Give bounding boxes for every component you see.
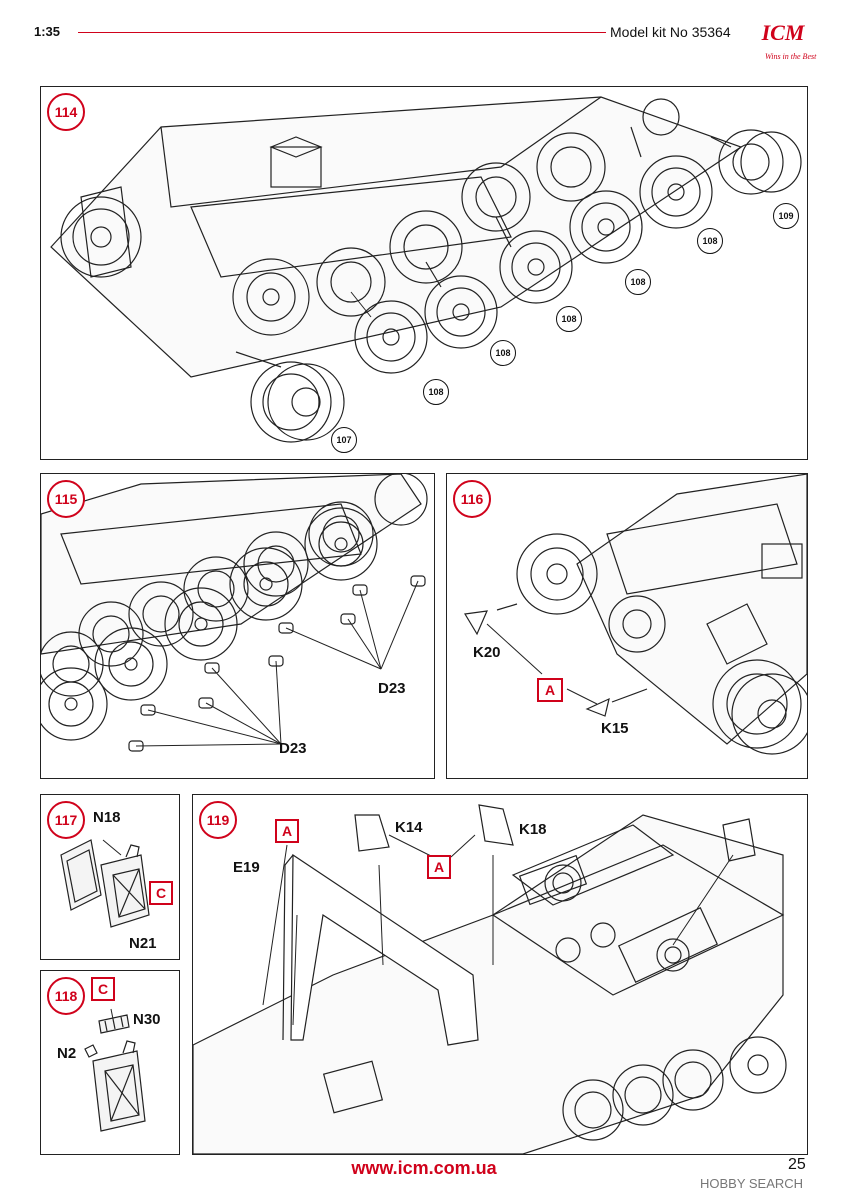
step-115-illustration — [41, 474, 428, 752]
step-number-117: 117 — [47, 801, 85, 839]
step-116-panel: 116 K20 K15 A — [446, 473, 808, 779]
step-117-illustration — [60, 839, 150, 928]
part-label-k20: K20 — [473, 644, 501, 661]
header-rule — [78, 32, 606, 33]
part-label-d23: D23 — [279, 740, 307, 757]
part-label-d23: D23 — [378, 680, 406, 697]
step-119-panel: 119 A E19 K14 K18 A — [192, 794, 808, 1155]
step-114-illustration — [50, 96, 802, 443]
part-label-e19: E19 — [233, 859, 260, 876]
kit-number: Model kit No 35364 — [610, 24, 731, 40]
step-number-118: 118 — [47, 977, 85, 1015]
part-callout-108: 108 — [697, 228, 723, 254]
step-116-illustration — [464, 474, 807, 755]
step-115-panel: 115 D23 D23 — [40, 473, 435, 779]
step-118-illustration — [84, 1008, 146, 1132]
website-url: www.icm.com.ua — [351, 1158, 497, 1178]
part-label-k18: K18 — [519, 821, 547, 838]
step-118-panel: 118 C N30 N2 — [40, 970, 180, 1155]
page-number: 25 — [788, 1156, 806, 1173]
step-number-114: 114 — [47, 93, 85, 131]
marker-c: C — [149, 881, 173, 905]
logo-text: ICM — [761, 20, 805, 45]
part-callout-109: 109 — [773, 203, 799, 229]
part-callout-107: 107 — [331, 427, 357, 453]
marker-c: C — [91, 977, 115, 1001]
part-label-n30: N30 — [133, 1011, 161, 1028]
part-label-k14: K14 — [395, 819, 423, 836]
marker-a: A — [275, 819, 299, 843]
part-label-n21: N21 — [129, 935, 157, 952]
logo-tagline: Wins in the Best — [765, 52, 817, 61]
part-label-n18: N18 — [93, 809, 121, 826]
scale-label: 1:35 — [34, 24, 61, 39]
marker-a: A — [427, 855, 451, 879]
part-label-k15: K15 — [601, 720, 629, 737]
part-callout-108: 108 — [490, 340, 516, 366]
step-117-panel: 117 N18 N21 C — [40, 794, 180, 960]
part-callout-108: 108 — [423, 379, 449, 405]
marker-a: A — [537, 678, 563, 702]
watermark: HOBBY SEARCH — [700, 1176, 804, 1191]
step-119-illustration — [193, 804, 787, 1154]
part-callout-108: 108 — [556, 306, 582, 332]
step-number-116: 116 — [453, 480, 491, 518]
step-number-115: 115 — [47, 480, 85, 518]
step-114-panel: 114 109 108 108 108 108 108 108 107 — [40, 86, 808, 460]
part-label-n2: N2 — [57, 1045, 77, 1062]
part-callout-108: 108 — [625, 269, 651, 295]
step-number-119: 119 — [199, 801, 237, 839]
icm-logo: ICM Wins in the Best — [735, 18, 831, 64]
